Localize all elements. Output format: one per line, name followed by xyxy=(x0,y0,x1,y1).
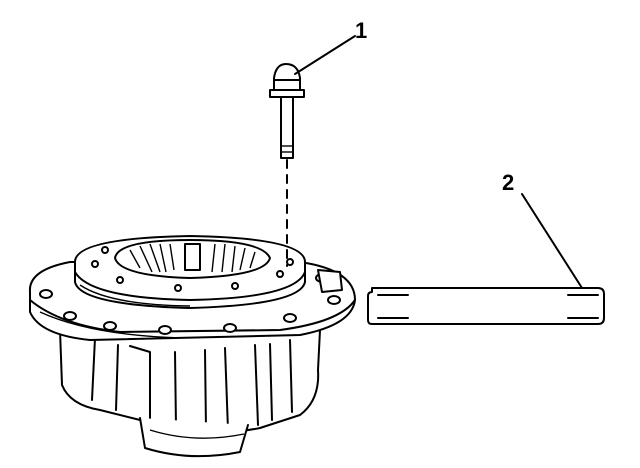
callout-1-label: 1 xyxy=(355,18,367,43)
callout-2-label: 2 xyxy=(502,170,514,195)
callout-1-leader xyxy=(294,35,356,75)
cross-shaft xyxy=(367,287,605,325)
callout-2-leader xyxy=(521,193,583,289)
differential-case xyxy=(59,329,321,458)
bolt xyxy=(269,63,305,267)
side-gears xyxy=(114,239,271,279)
